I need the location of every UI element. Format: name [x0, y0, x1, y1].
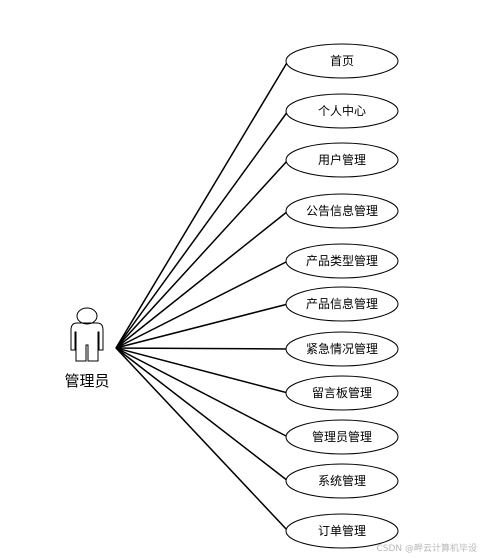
use-case-ellipse: [285, 93, 399, 129]
actor-body: [70, 322, 104, 362]
use-case-label: 产品信息管理: [306, 296, 378, 311]
connector-line: [115, 60, 289, 349]
use-case-list: 首页个人中心用户管理公告信息管理产品类型管理产品信息管理紧急情况管理留言板管理管…: [285, 43, 399, 549]
connector-line: [115, 347, 289, 438]
connector-line: [115, 303, 289, 349]
use-case-ellipse: [285, 375, 399, 411]
connector-line: [115, 159, 289, 349]
use-case-label: 紧急情况管理: [306, 341, 378, 356]
use-case: 公告信息管理: [285, 193, 399, 229]
connector-line: [115, 260, 289, 349]
use-case-label: 产品类型管理: [306, 253, 378, 268]
connector-line: [115, 347, 289, 482]
use-case: 产品类型管理: [285, 243, 399, 279]
use-case: 用户管理: [285, 142, 399, 178]
use-case: 产品信息管理: [285, 286, 399, 322]
connector-lines: [115, 60, 289, 532]
connector-line: [115, 347, 289, 394]
connector-line: [115, 210, 289, 349]
connector-line: [115, 347, 289, 532]
use-case: 订单管理: [285, 513, 399, 549]
use-case-label: 留言板管理: [312, 385, 372, 400]
use-case-ellipse: [285, 43, 399, 79]
use-case-label: 个人中心: [318, 103, 366, 118]
use-case-ellipse: [285, 463, 399, 499]
use-case-label: 首页: [330, 54, 354, 68]
use-case: 首页: [285, 43, 399, 79]
use-case-label: 公告信息管理: [306, 203, 378, 218]
use-case-ellipse: [285, 243, 399, 279]
use-case: 管理员管理: [285, 419, 399, 455]
use-case-ellipse: [285, 193, 399, 229]
use-case-ellipse: [285, 419, 399, 455]
connector-line: [115, 347, 289, 350]
use-case-ellipse: [285, 142, 399, 178]
use-case-label: 系统管理: [318, 473, 366, 488]
use-case: 紧急情况管理: [285, 331, 399, 367]
connector-line: [115, 110, 289, 349]
use-case: 系统管理: [285, 463, 399, 499]
use-case-label: 管理员管理: [312, 429, 372, 444]
use-case-label: 用户管理: [318, 152, 366, 167]
actor-head: [76, 307, 98, 325]
use-case-ellipse: [285, 513, 399, 549]
watermark: CSDN @畔云计算机毕设: [376, 544, 477, 554]
use-case: 个人中心: [285, 93, 399, 129]
use-case: 留言板管理: [285, 375, 399, 411]
actor-label: 管理员: [64, 372, 109, 390]
use-case-ellipse: [285, 286, 399, 322]
actor-figure: 管理员: [64, 307, 110, 390]
use-case-ellipse: [285, 331, 399, 367]
use-case-label: 订单管理: [318, 523, 366, 538]
